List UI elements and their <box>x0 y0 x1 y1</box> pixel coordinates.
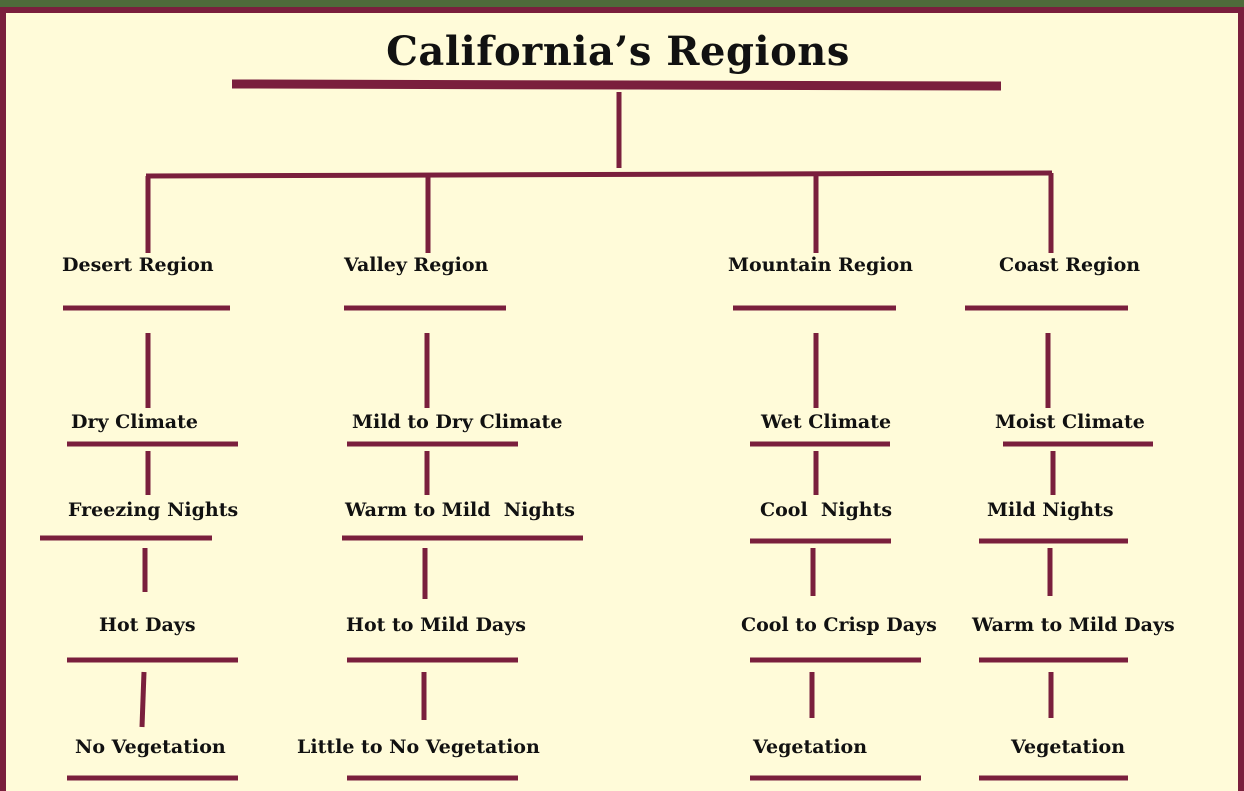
valley-vegetation-label: Little to No Vegetation <box>297 736 540 758</box>
desert-climate-label: Dry Climate <box>71 411 198 433</box>
desert-vegetation-label: No Vegetation <box>75 736 226 758</box>
mountain-nights-label: Cool Nights <box>760 499 893 521</box>
mountain-climate-label: Wet Climate <box>761 411 892 433</box>
coast-climate-label: Moist Climate <box>995 411 1145 433</box>
valley-region-label: Valley Region <box>344 254 489 276</box>
region-branch-bar <box>145 170 1053 179</box>
desert-connector <box>139 671 147 728</box>
coast-vegetation-label: Vegetation <box>1011 736 1126 758</box>
desert-days-label: Hot Days <box>99 614 196 636</box>
coast-nights-label: Mild Nights <box>987 499 1114 521</box>
coast-region-label: Coast Region <box>999 254 1141 276</box>
desert-region-label: Desert Region <box>62 254 214 276</box>
valley-days-label: Hot to Mild Days <box>346 614 526 636</box>
mountain-vegetation-label: Vegetation <box>753 736 868 758</box>
title-underline <box>231 79 1002 91</box>
desert-nights-label: Freezing Nights <box>68 499 239 521</box>
mountain-days-label: Cool to Crisp Days <box>741 614 937 636</box>
valley-climate-label: Mild to Dry Climate <box>352 411 563 433</box>
coast-days-label: Warm to Mild Days <box>972 614 1175 636</box>
valley-nights-label: Warm to Mild Nights <box>345 499 575 521</box>
mountain-region-label: Mountain Region <box>728 254 913 276</box>
diagram-title: California’s Regions <box>386 28 850 75</box>
